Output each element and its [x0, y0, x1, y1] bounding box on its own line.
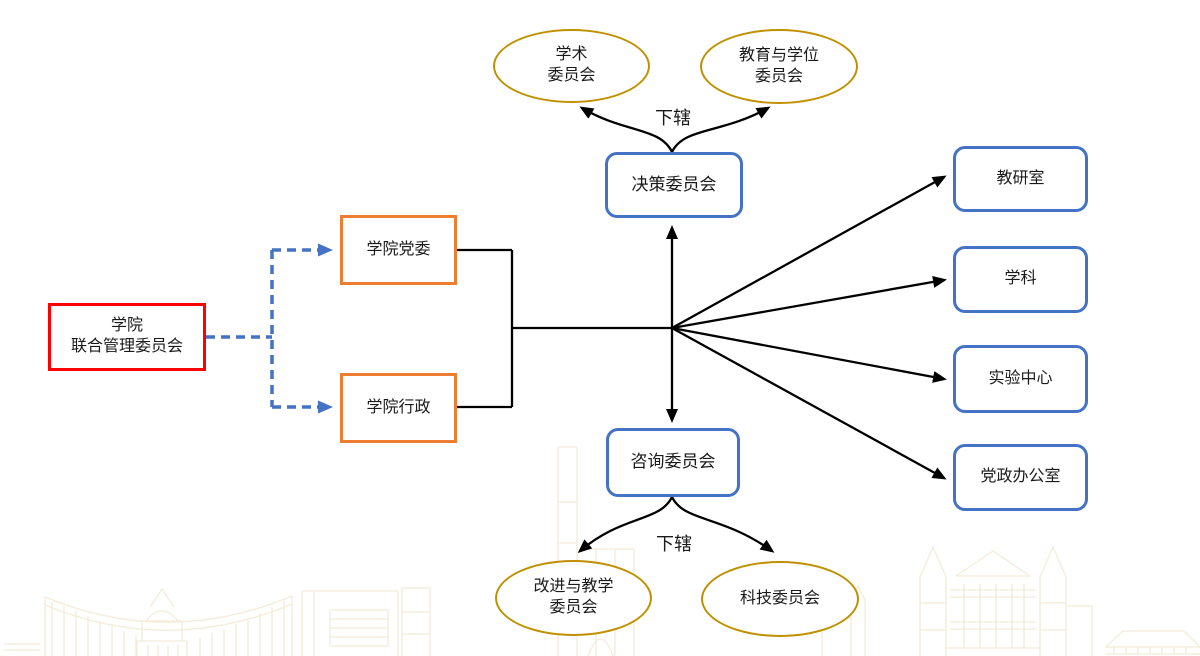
node-party-committee: 学院党委: [340, 215, 457, 285]
node-teaching-research-office: 教研室: [953, 146, 1088, 212]
curve-to-improvement: [577, 496, 674, 553]
node-label: 决策委员会: [631, 174, 717, 194]
node-label: 学院 联合管理委员会: [70, 317, 183, 355]
bracket-party-admin: [457, 248, 514, 409]
watermark-buildings: [4, 446, 1200, 656]
node-label: 科技委员会: [739, 589, 820, 607]
arrow-to-teaching-research-office: [671, 175, 947, 330]
node-decision-committee: 决策委员会: [605, 152, 743, 218]
curve-to-scitech: [670, 496, 775, 553]
curve-to-education-degree: [670, 106, 771, 153]
node-label: 教育与学位 委员会: [738, 46, 819, 85]
node-education-degree-committee: 教育与学位 委员会: [700, 29, 858, 104]
node-label: 实验中心: [988, 369, 1053, 387]
node-discipline: 学科: [953, 246, 1088, 313]
edge-label-advisory-branch: 下辖: [656, 534, 692, 554]
node-administration: 学院行政: [340, 373, 457, 443]
dashed-connectors: [206, 243, 333, 414]
node-label: 教研室: [996, 169, 1045, 187]
node-label: 党政办公室: [980, 468, 1061, 486]
arrow-to-party-admin-office: [671, 326, 947, 480]
edge-label-decision-branch: 下辖: [655, 108, 691, 128]
curve-to-academic: [579, 106, 674, 153]
node-label: 学术 委员会: [547, 46, 596, 84]
node-advisory-committee: 咨询委员会: [606, 428, 740, 497]
node-party-admin-office: 党政办公室: [953, 444, 1088, 511]
node-lab-center: 实验中心: [953, 345, 1088, 413]
arrow-to-lab-center: [671, 326, 947, 383]
node-label: 学院行政: [366, 398, 431, 416]
node-improvement-teaching-committee: 改进与教学 委员会: [495, 560, 652, 636]
node-label: 学科: [1004, 270, 1037, 288]
node-label: 咨询委员会: [630, 452, 716, 472]
node-scitech-committee: 科技委员会: [701, 561, 859, 637]
node-joint-management-committee: 学院 联合管理委员会: [48, 303, 206, 371]
node-academic-committee: 学术 委员会: [493, 29, 650, 103]
arrow-to-discipline: [671, 276, 947, 330]
node-label: 学院党委: [366, 240, 431, 258]
solid-connectors: [457, 106, 947, 553]
node-label: 改进与教学 委员会: [533, 578, 614, 616]
